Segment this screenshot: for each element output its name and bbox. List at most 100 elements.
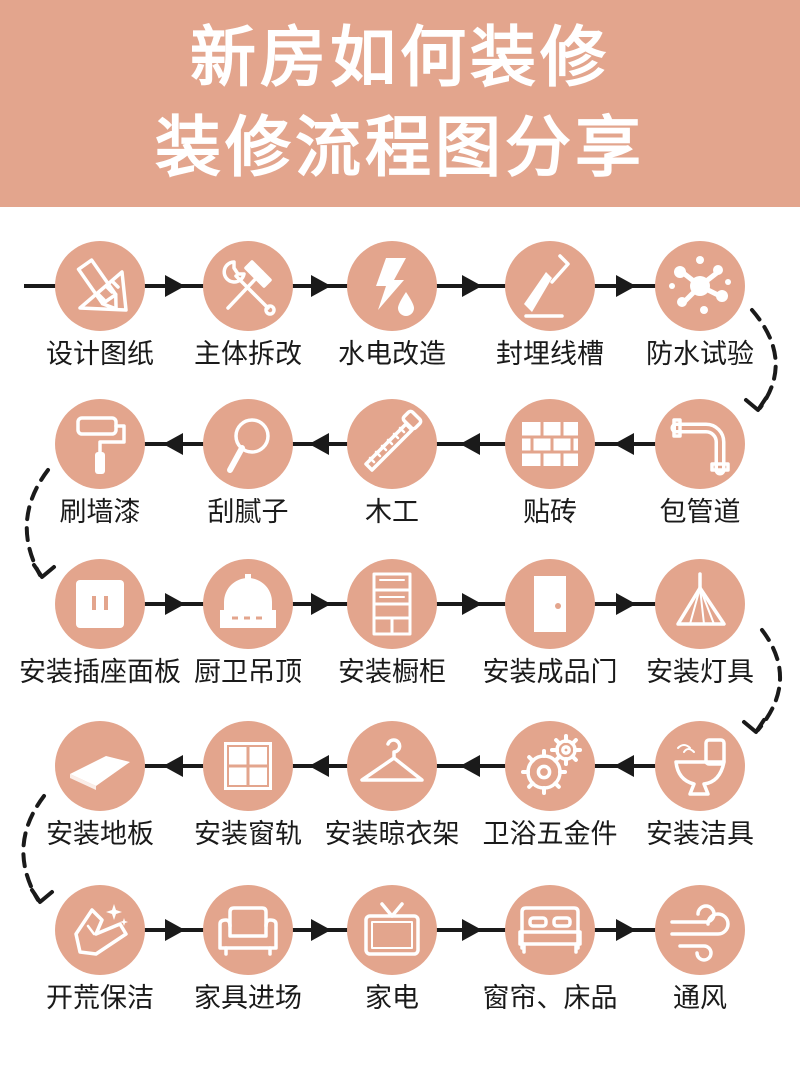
- step-label: 开荒保洁: [46, 983, 154, 1014]
- flow-step-node: [505, 241, 595, 331]
- sofa-icon: [218, 906, 278, 956]
- step-label: 通风: [673, 983, 727, 1014]
- trowel-icon: [524, 254, 570, 318]
- flow-step-node: [55, 885, 145, 975]
- step-circle: [55, 885, 145, 975]
- flow-step-node: [203, 559, 293, 649]
- step-label: 窗帘、床品: [482, 983, 618, 1014]
- hammer-wrench-icon: [222, 260, 276, 316]
- step-label: 包管道: [659, 497, 741, 528]
- step-label: 贴砖: [523, 497, 577, 528]
- floor-plank-icon: [70, 756, 130, 790]
- cabinet-icon: [372, 572, 412, 636]
- flow-arrow: [616, 593, 636, 615]
- flow-arrow: [460, 433, 480, 455]
- title-line-1: 新房如何装修: [190, 19, 610, 96]
- door-icon: [534, 576, 566, 632]
- step-label: 安装橱柜: [338, 657, 446, 688]
- step-label: 设计图纸: [46, 339, 154, 370]
- step-label: 安装窗轨: [194, 819, 302, 850]
- flow-step-node: [505, 885, 595, 975]
- step-circle: [655, 559, 745, 649]
- pipe-icon: [670, 418, 730, 476]
- flow-step-node: [203, 885, 293, 975]
- header-banner: 新房如何装修 装修流程图分享: [0, 0, 800, 207]
- row-turn-dashed-connector: [756, 628, 783, 732]
- flow-step-node: [203, 721, 293, 811]
- flow-arrow: [309, 433, 329, 455]
- gears-icon: [521, 734, 582, 795]
- step-circle: [203, 885, 293, 975]
- cleaning-glove-icon: [74, 904, 128, 956]
- step-label: 封埋线槽: [496, 339, 604, 370]
- flow-step-node: [655, 241, 745, 331]
- tv-icon: [364, 902, 420, 956]
- flow-step-node: [655, 885, 745, 975]
- flow-step-node: [655, 721, 745, 811]
- flow-step-node: [55, 559, 145, 649]
- step-label: 安装灯具: [646, 657, 754, 688]
- flow-step-node: [505, 399, 595, 489]
- step-label: 木工: [365, 497, 419, 528]
- flow-step-node: [655, 399, 745, 489]
- window-icon: [224, 742, 272, 790]
- flow-arrow: [462, 275, 482, 297]
- putty-knife-icon: [227, 418, 270, 473]
- step-circle: [505, 241, 595, 331]
- bed-icon: [518, 906, 582, 954]
- toilet-icon: [674, 738, 726, 796]
- saw-icon: [364, 409, 423, 472]
- flow-arrow: [614, 433, 634, 455]
- step-label: 安装晾衣架: [324, 819, 460, 850]
- flow-step-node: [505, 721, 595, 811]
- bricks-icon: [522, 422, 578, 466]
- paint-roller-icon: [76, 416, 126, 474]
- pencil-ruler-icon: [76, 258, 128, 312]
- step-label: 家电: [365, 983, 419, 1014]
- step-circle: [347, 885, 437, 975]
- flow-arrow: [616, 275, 636, 297]
- step-label: 家具进场: [194, 983, 302, 1014]
- flow-arrow: [460, 755, 480, 777]
- step-circle: [505, 885, 595, 975]
- step-label: 安装地板: [46, 819, 154, 850]
- flow-step-node: [505, 559, 595, 649]
- flow-step-node: [347, 241, 437, 331]
- row-turn-dashed-connector: [21, 794, 46, 902]
- step-circle: [655, 399, 745, 489]
- flow-step-node: [203, 241, 293, 331]
- step-circle: [505, 721, 595, 811]
- step-label: 卫浴五金件: [482, 819, 618, 850]
- lamp-icon: [676, 572, 726, 626]
- flow-step-node: [347, 559, 437, 649]
- flow-arrow: [462, 919, 482, 941]
- step-label: 安装成品门: [482, 657, 618, 688]
- dashed-connector-arrowhead: [744, 396, 768, 412]
- flow-arrow: [462, 593, 482, 615]
- lightning-water-drop-icon: [376, 258, 414, 316]
- step-label: 刷墙漆: [59, 497, 141, 528]
- step-label: 刮腻子: [207, 497, 289, 528]
- flow-arrow: [165, 593, 185, 615]
- flow-arrow: [165, 919, 185, 941]
- flow-arrow: [614, 755, 634, 777]
- hanger-icon: [360, 738, 424, 782]
- flow-arrow: [163, 755, 183, 777]
- step-label: 主体拆改: [194, 339, 302, 370]
- step-circle: [55, 241, 145, 331]
- flow-step-node: [203, 399, 293, 489]
- step-circle: [655, 885, 745, 975]
- step-label: 水电改造: [338, 339, 446, 370]
- flow-arrow: [311, 275, 331, 297]
- flow-arrow: [165, 275, 185, 297]
- flow-arrow: [311, 593, 331, 615]
- dashed-connector-arrowhead: [32, 563, 56, 579]
- flow-step-node: [347, 721, 437, 811]
- flow-arrow: [163, 433, 183, 455]
- step-label: 厨卫吊顶: [194, 657, 302, 688]
- step-circle: [655, 721, 745, 811]
- water-splash-icon: [669, 256, 731, 314]
- flow-step-node: [55, 721, 145, 811]
